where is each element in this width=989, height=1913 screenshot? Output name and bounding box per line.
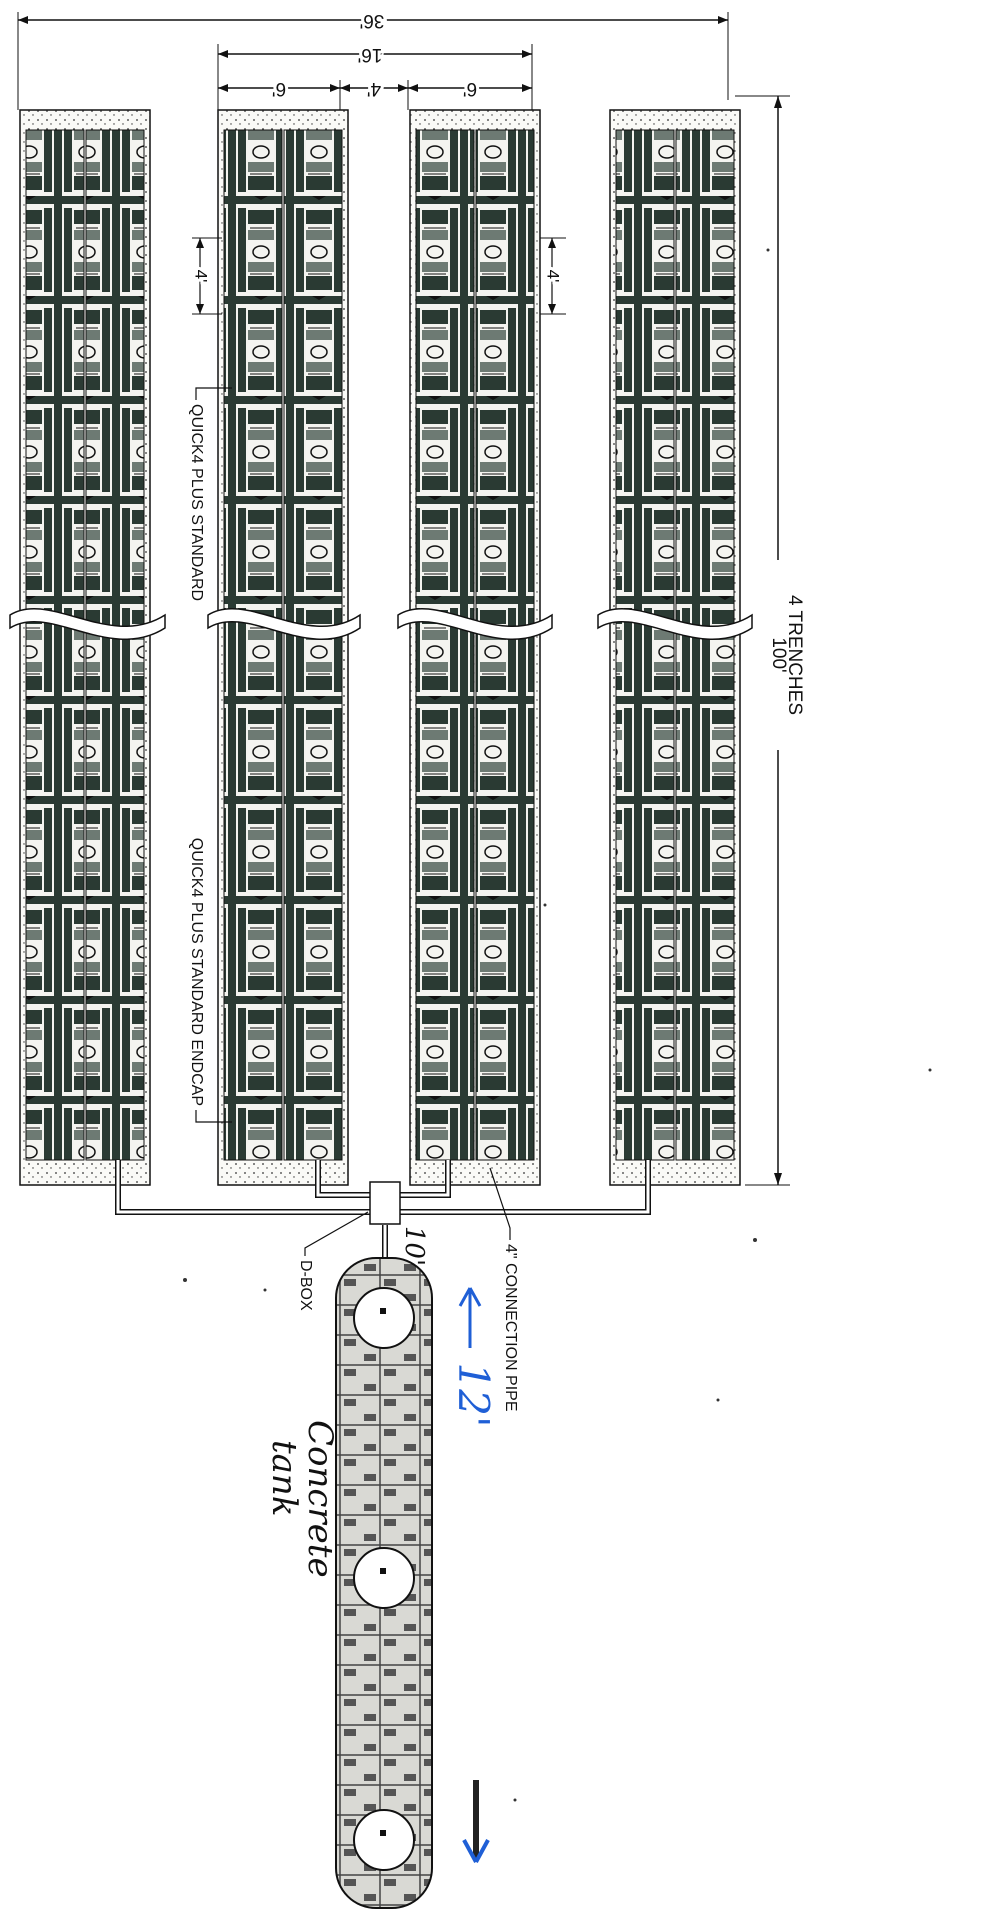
- chamber-length-label-1: 4': [192, 270, 211, 283]
- tank-access-lid: [353, 1809, 415, 1871]
- trench-length-label: 100': [768, 637, 789, 672]
- tank-access-lid: [353, 1547, 415, 1609]
- standard-label: QUICK4 PLUS STANDARD: [188, 404, 205, 601]
- concrete-tank: [335, 1257, 433, 1909]
- tank-note-line2: tank: [264, 1440, 304, 1516]
- chamber-row: [615, 129, 675, 1161]
- trench-1: [19, 109, 151, 1186]
- scan-specks: [183, 248, 932, 1802]
- trench-width-right-label: 6': [463, 78, 477, 99]
- connection-pipe-label: 4" CONNECTION PIPE: [502, 1244, 519, 1411]
- distribution-piping: [115, 1160, 651, 1280]
- dbox-label: D-BOX: [297, 1260, 314, 1311]
- dbox: [369, 1181, 401, 1225]
- endcap-label: QUICK4 PLUS STANDARD ENDCAP: [188, 838, 205, 1106]
- inner-width-label: 16': [358, 44, 383, 65]
- chamber-row: [85, 129, 145, 1161]
- handwritten-tank-length: 12': [449, 1287, 498, 1863]
- chamber-row: [283, 129, 343, 1161]
- callout-dbox: D-BOX: [297, 1211, 369, 1311]
- chamber-row: [475, 129, 535, 1161]
- handwritten-tank-note: Concrete tank: [264, 1420, 340, 1578]
- trench-2: [217, 109, 349, 1186]
- trench-gap-label: 4': [367, 78, 381, 99]
- dimension-overall: 36': [17, 7, 729, 110]
- dimension-chamber-length-2: 4': [540, 237, 566, 315]
- tank-length-label: 12': [449, 1363, 498, 1428]
- dimension-inner: 16': [217, 41, 533, 110]
- trench-count-label: 4 TRENCHES: [784, 595, 805, 715]
- chamber-row: [675, 129, 735, 1161]
- break-lines: [9, 608, 753, 640]
- callout-standard: QUICK4 PLUS STANDARD: [188, 387, 232, 601]
- tank-note-line1: Concrete: [300, 1420, 340, 1578]
- trench-4: [609, 109, 741, 1186]
- dimension-trench-widths: 6' 4' 6': [218, 75, 532, 110]
- chamber-row: [415, 129, 475, 1161]
- callout-connection-pipe: 4" CONNECTION PIPE: [489, 1167, 519, 1411]
- chamber-row: [223, 129, 283, 1161]
- chamber-length-label-2: 4': [544, 270, 563, 283]
- trench-3: [409, 109, 541, 1186]
- tank-access-lid: [353, 1287, 415, 1349]
- overall-width-label: 36': [360, 10, 385, 31]
- chamber-row: [25, 129, 85, 1161]
- trench-width-left-label: 6': [272, 78, 286, 99]
- callout-endcap: QUICK4 PLUS STANDARD ENDCAP: [188, 838, 232, 1123]
- dimension-chamber-length-1: 4': [189, 237, 222, 315]
- dimension-trench-length: 100' 4 TRENCHES: [735, 95, 805, 1186]
